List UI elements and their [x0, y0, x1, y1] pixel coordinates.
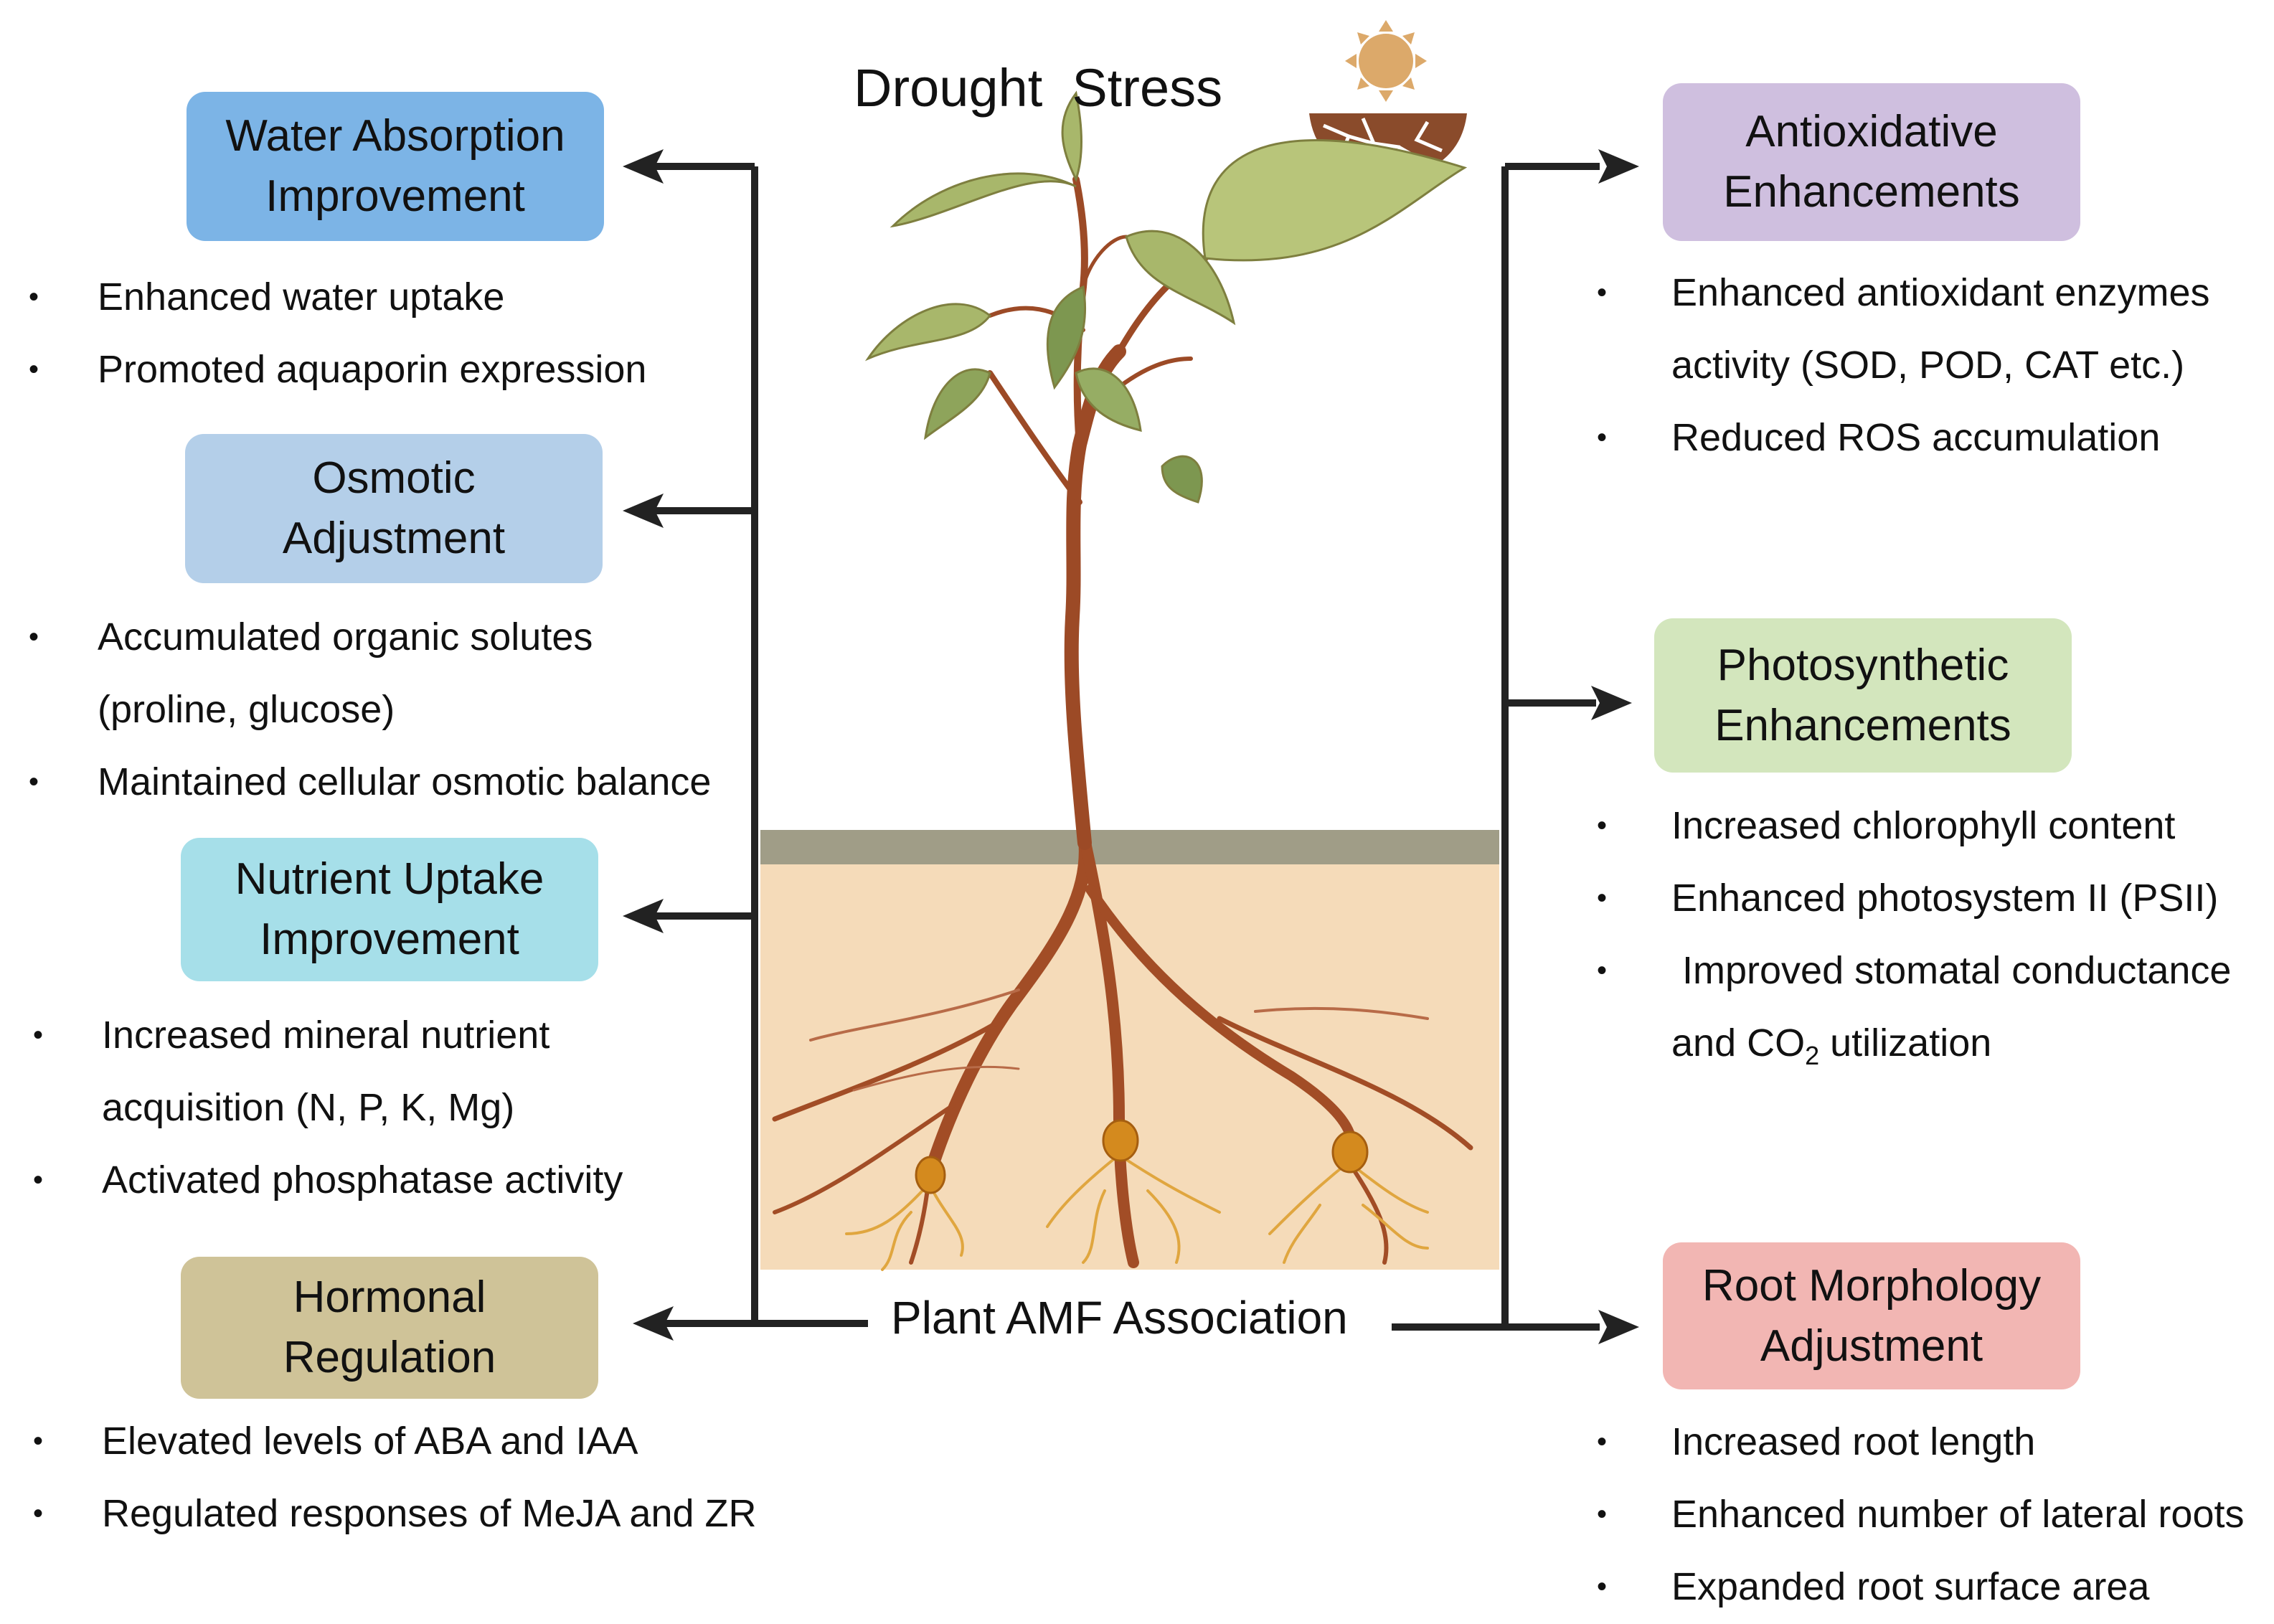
right-arrowheads [1591, 149, 1639, 1344]
soil-block [760, 864, 1499, 1270]
list-item: •Accumulated organic solutes [29, 615, 593, 658]
list-item: •Enhanced number of lateral roots [1597, 1493, 2245, 1536]
arrow-nutrient [623, 899, 664, 933]
plant-amf-association-label: Plant AMF Association [874, 1291, 1365, 1344]
list-item: • Improved stomatal conductance [1597, 949, 2232, 992]
osmotic-adjustment-box: Osmotic Adjustment [185, 434, 603, 583]
list-item: •Enhanced water uptake [29, 275, 505, 318]
photosynthetic-box: Photosynthetic Enhancements [1654, 618, 2072, 773]
leaf [864, 303, 992, 362]
roots [772, 833, 1473, 1268]
list-item: acquisition (N, P, K, Mg) [102, 1086, 515, 1129]
arrow-photosynthetic [1591, 686, 1632, 720]
list-item: •Expanded root surface area [1597, 1565, 2150, 1608]
leaf [1046, 285, 1087, 390]
root-morphology-list: •Increased root length •Enhanced number … [1597, 1406, 2244, 1623]
antioxidative-box: Antioxidative Enhancements [1663, 83, 2080, 241]
nutrient-uptake-box: Nutrient Uptake Improvement [181, 838, 598, 981]
diagram-title: Drought Stress [854, 58, 1223, 118]
leaf [924, 368, 991, 440]
list-item: (proline, glucose) [98, 688, 395, 731]
sun-icon [1345, 20, 1427, 102]
arrow-hormonal [633, 1306, 674, 1341]
antioxidative-list: •Enhanced antioxidant enzymes activity (… [1597, 257, 2210, 474]
water-absorption-box: Water Absorption Improvement [187, 92, 604, 241]
right-connector [1392, 163, 1600, 1331]
arrow-root [1598, 1310, 1639, 1344]
hormonal-regulation-box: Hormonal Regulation [181, 1257, 598, 1399]
leaf [1161, 455, 1203, 504]
arbuscule-icons [915, 1119, 1369, 1194]
leaf [890, 172, 1077, 228]
hormonal-regulation-list: •Elevated levels of ABA and IAA •Regulat… [33, 1405, 757, 1550]
osmotic-adjustment-list: •Accumulated organic solutes (proline, g… [29, 601, 711, 818]
arrow-osmotic [623, 494, 664, 528]
soil-top-layer [760, 830, 1499, 864]
list-item: •Increased root length [1597, 1420, 2036, 1463]
list-item: •Promoted aquaporin expression [29, 348, 647, 391]
water-absorption-list: •Enhanced water uptake •Promoted aquapor… [29, 261, 646, 406]
fungal-hyphae [845, 1153, 1429, 1271]
arrow-antioxidative [1598, 149, 1639, 184]
list-item: •Maintained cellular osmotic balance [29, 760, 712, 803]
list-item: •Elevated levels of ABA and IAA [33, 1420, 638, 1463]
plant-leaves [864, 90, 1468, 504]
nutrient-uptake-list: •Increased mineral nutrient acquisition … [33, 999, 623, 1217]
left-connector [644, 163, 868, 1327]
root-morphology-box: Root Morphology Adjustment [1663, 1242, 2080, 1389]
list-item: •Increased chlorophyll content [1597, 804, 2176, 847]
leaf [1202, 138, 1468, 262]
list-item: activity (SOD, POD, CAT etc.) [1671, 344, 2185, 387]
leaf [1075, 367, 1142, 432]
list-item: •Enhanced antioxidant enzymes [1597, 271, 2210, 314]
left-arrowheads [623, 149, 674, 1341]
list-item: •Enhanced photosystem II (PSII) [1597, 877, 2219, 920]
list-item: •Increased mineral nutrient [33, 1014, 550, 1057]
photosynthetic-list: •Increased chlorophyll content •Enhanced… [1597, 790, 2231, 1092]
list-item: and CO2 utilization [1671, 1021, 1992, 1070]
list-item: •Activated phosphatase activity [33, 1158, 623, 1202]
list-item: •Reduced ROS accumulation [1597, 416, 2161, 459]
leaf [1061, 90, 1082, 182]
list-item: •Regulated responses of MeJA and ZR [33, 1492, 757, 1535]
arrow-water [623, 149, 664, 184]
leaf [1125, 230, 1236, 326]
